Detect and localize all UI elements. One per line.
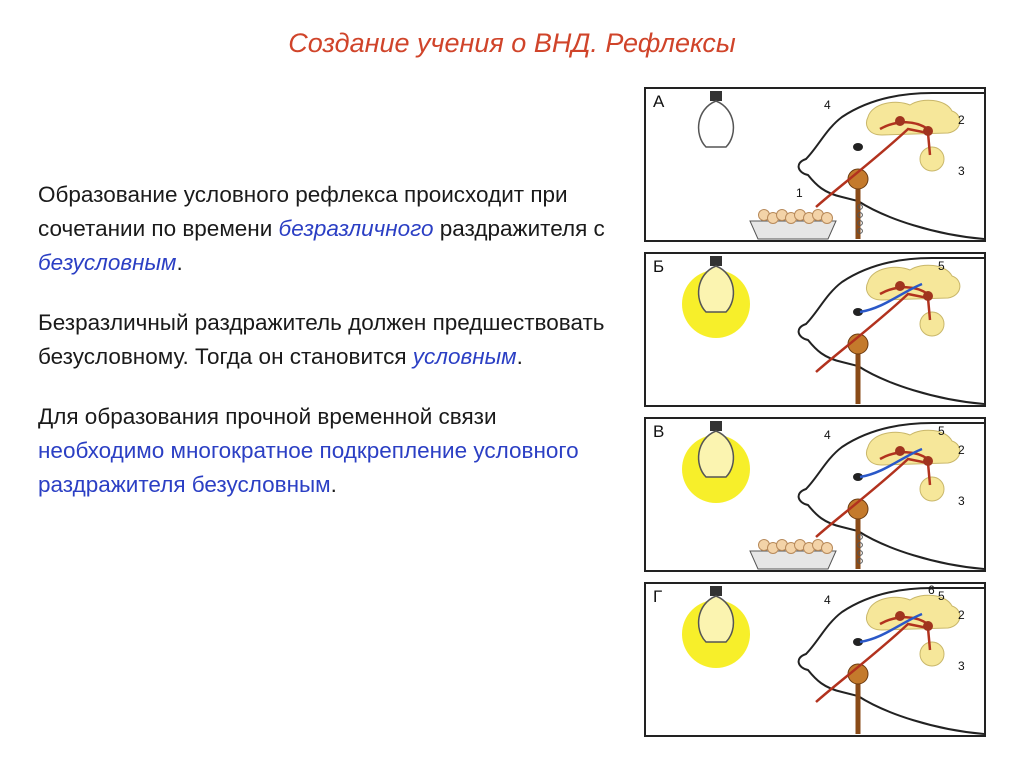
diagram-label: 1	[796, 186, 803, 200]
text-run: Образование условного рефлекса происходи…	[38, 182, 568, 241]
text-block: Образование условного рефлекса происходи…	[38, 178, 618, 528]
text-run: раздражителя с	[433, 216, 605, 241]
saliva-drop	[857, 220, 863, 226]
diagram-label: 5	[938, 589, 945, 603]
text-run: .	[516, 344, 523, 369]
food-pellet	[821, 542, 833, 554]
paragraph-1: Образование условного рефлекса происходи…	[38, 178, 618, 280]
saliva-drop	[857, 558, 863, 564]
lamp-socket	[710, 256, 722, 266]
panel-drawing: 5	[682, 256, 984, 405]
text-run: Для образования прочной временной связи	[38, 404, 497, 429]
brain	[866, 429, 961, 466]
paragraph-3: Для образования прочной временной связи …	[38, 400, 618, 502]
diagram-label: 2	[958, 608, 965, 622]
saliva-drop	[857, 534, 863, 540]
saliva-drop	[857, 212, 863, 218]
brain	[866, 99, 961, 136]
diagram-label: 4	[824, 428, 831, 442]
diagram-label: 4	[824, 593, 831, 607]
panel-drawing: 1 2 3 4	[697, 91, 984, 240]
saliva-drop	[857, 542, 863, 548]
diagram-label: 5	[938, 259, 945, 273]
visual-pathway	[859, 282, 923, 314]
diagram-label: 2	[958, 443, 965, 457]
lamp-socket	[710, 421, 722, 431]
panel-letter: Б	[653, 257, 665, 276]
lamp-socket	[710, 586, 722, 596]
text-run: .	[176, 250, 183, 275]
diagram-label: 3	[958, 164, 965, 178]
salivary-gland	[919, 641, 945, 667]
lamp-bulb-icon	[697, 595, 735, 643]
salivary-center	[923, 456, 933, 466]
lamp-bulb-icon	[697, 265, 735, 313]
dog-eye	[853, 308, 863, 316]
panel-letter: Г	[653, 587, 663, 606]
panel-drawing: 2 3 4 5	[682, 421, 984, 570]
panel-drawing: 2 3 4 56	[682, 584, 984, 735]
diagram-label: 2	[958, 113, 965, 127]
diagram-label: 6	[928, 584, 935, 597]
dog-eye	[853, 473, 863, 481]
saliva-drop	[857, 228, 863, 234]
panel-letter: А	[653, 92, 665, 111]
brain	[866, 264, 961, 301]
saliva-drop	[857, 204, 863, 210]
unconditioned-reflex-arc	[815, 457, 932, 538]
lamp-socket	[710, 91, 722, 101]
visual-center	[895, 611, 905, 621]
panel-letter: В	[653, 422, 665, 441]
page-title: Создание учения о ВНД. Рефлексы	[288, 28, 736, 58]
salivary-gland	[919, 311, 945, 337]
visual-center	[895, 116, 905, 126]
lamp-bulb-icon	[697, 430, 735, 478]
visual-center	[895, 281, 905, 291]
paragraph-2: Безразличный раздражитель должен предшес…	[38, 306, 618, 374]
unconditioned-reflex-arc	[815, 292, 932, 373]
text-run: Безразличный раздражитель должен предшес…	[38, 310, 605, 369]
panel-v: 2 3 4 5 В	[644, 417, 986, 572]
food-bowl	[749, 220, 837, 240]
lamp-bulb-icon	[697, 100, 735, 148]
brain	[866, 594, 961, 631]
highlighted-term: безусловным	[38, 250, 177, 275]
unconditioned-reflex-arc	[815, 622, 932, 703]
diagram-label: 5	[938, 424, 945, 438]
food-bowl	[749, 550, 837, 570]
salivary-center	[923, 126, 933, 136]
diagram-label: 3	[958, 659, 965, 673]
dog-eye	[853, 638, 863, 646]
visual-pathway	[859, 447, 923, 479]
text-run: .	[330, 472, 337, 497]
dog-eye	[853, 143, 863, 151]
food-pellet	[821, 212, 833, 224]
panel-a: 1 2 3 4 А	[644, 87, 986, 242]
highlighted-term: условным	[412, 344, 517, 369]
salivary-gland	[919, 476, 945, 502]
salivary-center	[923, 621, 933, 631]
visual-center	[895, 446, 905, 456]
salivary-center	[923, 291, 933, 301]
highlighted-term: необходимо многократное подкрепление усл…	[38, 438, 579, 497]
visual-pathway	[859, 612, 923, 644]
diagram-label: 3	[958, 494, 965, 508]
unconditioned-reflex-arc	[815, 127, 932, 208]
diagram-label: 4	[824, 98, 831, 112]
highlighted-term: безразличного	[278, 216, 434, 241]
salivary-gland	[919, 146, 945, 172]
saliva-drop	[857, 550, 863, 556]
